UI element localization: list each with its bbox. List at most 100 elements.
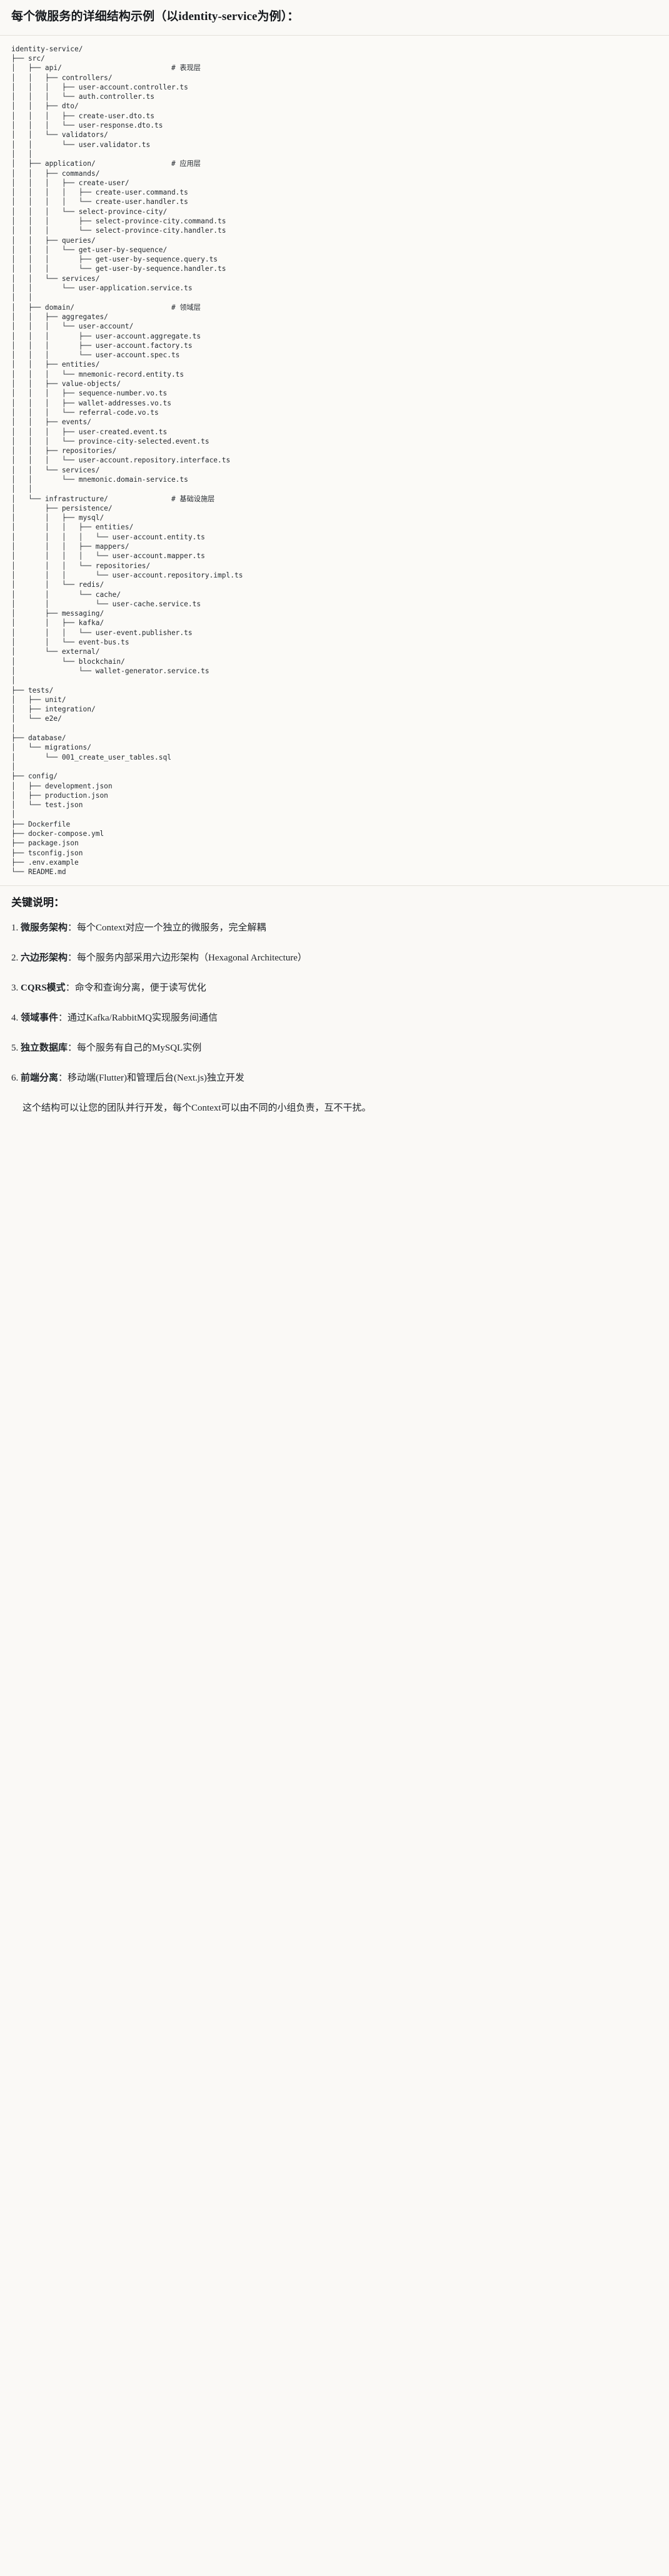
tree-line: ├── docker-compose.yml bbox=[11, 829, 104, 838]
tree-line: │ │ │ └── repositories/ bbox=[11, 561, 151, 570]
key-note-description: 命令和查询分离，便于读写优化 bbox=[74, 982, 206, 993]
tree-line: │ │ bbox=[11, 485, 33, 494]
tree-line: ├── config/ bbox=[11, 772, 58, 781]
tree-line: │ ├── unit/ bbox=[11, 695, 66, 704]
tree-line: │ │ │ └── user-response.dto.ts bbox=[11, 121, 163, 130]
tree-line: │ ├── domain/ # 领域层 bbox=[11, 303, 201, 312]
tree-line: │ │ │ └── get-user-by-sequence.handler.t… bbox=[11, 265, 226, 273]
tree-line: ├── tests/ bbox=[11, 686, 54, 695]
key-note-number: 2. bbox=[11, 952, 21, 963]
tree-line: │ │ ├── mysql/ bbox=[11, 514, 104, 522]
tree-line: │ └── 001_create_user_tables.sql bbox=[11, 753, 171, 761]
tree-line: │ ├── production.json bbox=[11, 791, 108, 800]
tree-line: │ bbox=[11, 762, 16, 771]
tree-line: │ ├── development.json bbox=[11, 781, 113, 790]
tree-line: │ │ ├── value-objects/ bbox=[11, 380, 121, 389]
tree-line: │ │ │ └── get-user-by-sequence/ bbox=[11, 245, 168, 254]
key-note-separator: ： bbox=[68, 1042, 78, 1053]
tree-line: │ │ │ │ └── user-account.mapper.ts bbox=[11, 552, 205, 561]
tree-line: │ │ ├── queries/ bbox=[11, 236, 96, 245]
tree-line: │ │ │ ├── create-user.dto.ts bbox=[11, 111, 155, 120]
key-note-item: 2. 六边形架构：每个服务内部采用六边形架构（Hexagonal Archite… bbox=[11, 952, 658, 965]
key-note-number: 3. bbox=[11, 982, 21, 993]
tree-line: │ │ │ ├── wallet-addresses.vo.ts bbox=[11, 399, 171, 407]
tree-line: │ └── migrations/ bbox=[11, 743, 91, 752]
tree-line: │ │ ├── entities/ bbox=[11, 360, 100, 369]
key-note-number: 1. bbox=[11, 922, 21, 933]
tree-line: │ │ bbox=[11, 293, 33, 302]
tree-line: │ │ ├── dto/ bbox=[11, 102, 79, 111]
tree-line: │ │ │ └── referral-code.vo.ts bbox=[11, 408, 159, 417]
tree-line: │ ├── persistence/ bbox=[11, 504, 113, 512]
tree-line: │ │ │ │ └── user-account.entity.ts bbox=[11, 532, 205, 541]
key-note-separator: ： bbox=[68, 922, 78, 933]
closing-paragraph: 这个结构可以让您的团队并行开发，每个Context可以由不同的小组负责，互不干扰… bbox=[23, 1102, 371, 1113]
key-note-description: 每个服务内部采用六边形架构（Hexagonal Architecture） bbox=[77, 952, 307, 963]
key-note-item: 3. CQRS模式：命令和查询分离，便于读写优化 bbox=[11, 982, 658, 995]
tree-line: │ │ │ ├── select-province-city.command.t… bbox=[11, 216, 226, 225]
tree-line: │ └── infrastructure/ # 基础设施层 bbox=[11, 494, 215, 503]
tree-line: │ │ │ │ ├── create-user.command.ts bbox=[11, 188, 188, 197]
tree-line: │ │ │ ├── get-user-by-sequence.query.ts bbox=[11, 255, 218, 264]
tree-line: │ └── wallet-generator.service.ts bbox=[11, 666, 209, 675]
key-note-term: 微服务架构 bbox=[21, 922, 68, 933]
tree-line: │ └── e2e/ bbox=[11, 715, 62, 723]
tree-line: ├── src/ bbox=[11, 54, 45, 63]
key-note-term: 领域事件 bbox=[21, 1012, 59, 1023]
tree-line: │ ├── application/ # 应用层 bbox=[11, 160, 201, 168]
tree-line: │ │ │ └── user-account.spec.ts bbox=[11, 351, 180, 360]
tree-line: │ │ ├── aggregates/ bbox=[11, 312, 108, 321]
tree-line: │ │ │ └── user-event.publisher.ts bbox=[11, 628, 193, 637]
key-note-item: 4. 领域事件：通过Kafka/RabbitMQ实现服务间通信 bbox=[11, 1012, 658, 1025]
tree-line: │ └── test.json bbox=[11, 801, 83, 810]
tree-line: │ │ └── cache/ bbox=[11, 590, 121, 599]
tree-line: │ bbox=[11, 810, 16, 819]
tree-line: identity-service/ bbox=[11, 44, 83, 53]
key-note-term: 六边形架构 bbox=[21, 952, 68, 963]
key-note-number: 4. bbox=[11, 1012, 21, 1023]
key-note-number: 5. bbox=[11, 1042, 21, 1053]
tree-line: │ │ └── services/ bbox=[11, 274, 100, 283]
tree-line: │ │ └── user-application.service.ts bbox=[11, 284, 193, 293]
tree-line: │ │ │ ├── user-created.event.ts bbox=[11, 427, 168, 436]
key-note-separator: ： bbox=[65, 982, 75, 993]
tree-line: │ ├── integration/ bbox=[11, 705, 96, 714]
tree-line: │ │ │ └── select-province-city.handler.t… bbox=[11, 227, 226, 235]
tree-line: │ │ │ └── user-account.repository.interf… bbox=[11, 456, 231, 465]
tree-line: │ │ │ ├── create-user/ bbox=[11, 178, 129, 187]
document-header: 每个微服务的详细结构示例（以identity-service为例）： bbox=[0, 0, 669, 36]
key-note-description: 移动端(Flutter)和管理后台(Next.js)独立开发 bbox=[68, 1072, 244, 1083]
tree-line: │ │ └── event-bus.ts bbox=[11, 638, 129, 647]
tree-line: │ │ │ ├── user-account.factory.ts bbox=[11, 341, 193, 350]
tree-line: │ │ ├── controllers/ bbox=[11, 73, 113, 82]
tree-line: │ ├── messaging/ bbox=[11, 609, 104, 618]
key-note-term: 前端分离 bbox=[21, 1072, 59, 1083]
key-note-item: 5. 独立数据库：每个服务有自己的MySQL实例 bbox=[11, 1042, 658, 1055]
tree-line: │ │ └── user.validator.ts bbox=[11, 140, 151, 149]
tree-line: │ │ │ └── mnemonic-record.entity.ts bbox=[11, 370, 184, 379]
tree-line: └── README.md bbox=[11, 868, 66, 877]
tree-line: │ │ │ │ └── create-user.handler.ts bbox=[11, 198, 188, 206]
tree-line: ├── database/ bbox=[11, 734, 66, 743]
tree-line: │ ├── api/ # 表现层 bbox=[11, 64, 201, 73]
key-note-item: 1. 微服务架构：每个Context对应一个独立的微服务，完全解耦 bbox=[11, 922, 658, 935]
tree-line: │ │ │ ├── mappers/ bbox=[11, 542, 129, 551]
key-note-description: 每个Context对应一个独立的微服务，完全解耦 bbox=[77, 922, 266, 933]
key-note-description: 每个服务有自己的MySQL实例 bbox=[77, 1042, 202, 1053]
key-note-term: 独立数据库 bbox=[21, 1042, 68, 1053]
tree-line: │ bbox=[11, 676, 16, 685]
tree-line: │ │ ├── repositories/ bbox=[11, 447, 117, 456]
key-notes-title: 关键说明： bbox=[11, 897, 64, 909]
key-note-term: CQRS模式 bbox=[21, 982, 66, 993]
tree-line: │ │ bbox=[11, 150, 33, 158]
tree-line: │ │ │ ├── user-account.aggregate.ts bbox=[11, 332, 201, 340]
key-note-separator: ： bbox=[68, 952, 78, 963]
tree-line: │ │ │ └── province-city-selected.event.t… bbox=[11, 437, 209, 445]
directory-tree: identity-service/├── src/│ ├── api/ # 表现… bbox=[11, 44, 658, 877]
tree-line: │ └── external/ bbox=[11, 648, 100, 656]
tree-line: │ │ └── services/ bbox=[11, 466, 100, 474]
tree-line: ├── package.json bbox=[11, 839, 79, 848]
tree-line: │ │ ├── commands/ bbox=[11, 169, 100, 178]
tree-line: │ │ └── mnemonic.domain-service.ts bbox=[11, 476, 188, 484]
